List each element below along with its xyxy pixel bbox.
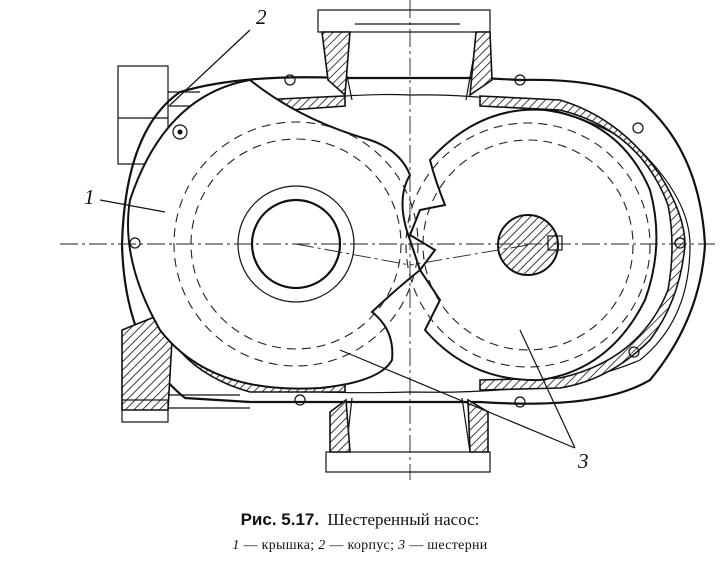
figure-legend: 1 — крышка; 2 — корпус; 3 — шестерни [0,538,720,554]
callout-gears: 3 [577,449,589,473]
figure-caption: Рис. 5.17. Шестеренный насос: [0,510,720,530]
figure-title: Шестеренный насос: [327,510,480,529]
cover-plate [127,78,422,390]
legend-item-body: 2 — корпус; [318,538,395,553]
outlet-port [325,397,491,473]
mounting-bracket-top [117,65,200,165]
inlet-port [317,9,493,101]
legend-item-gears: 3 — шестерни [398,538,488,553]
driven-gear [405,108,658,382]
bolt-markers [129,74,686,408]
callout-cover: 1 [84,185,95,209]
figure-number: Рис. 5.17. [240,510,320,529]
legend-item-cover: 1 — крышка; [232,538,315,553]
callout-body: 2 [256,5,267,29]
center-lines [60,0,715,480]
leader-lines [99,29,576,449]
